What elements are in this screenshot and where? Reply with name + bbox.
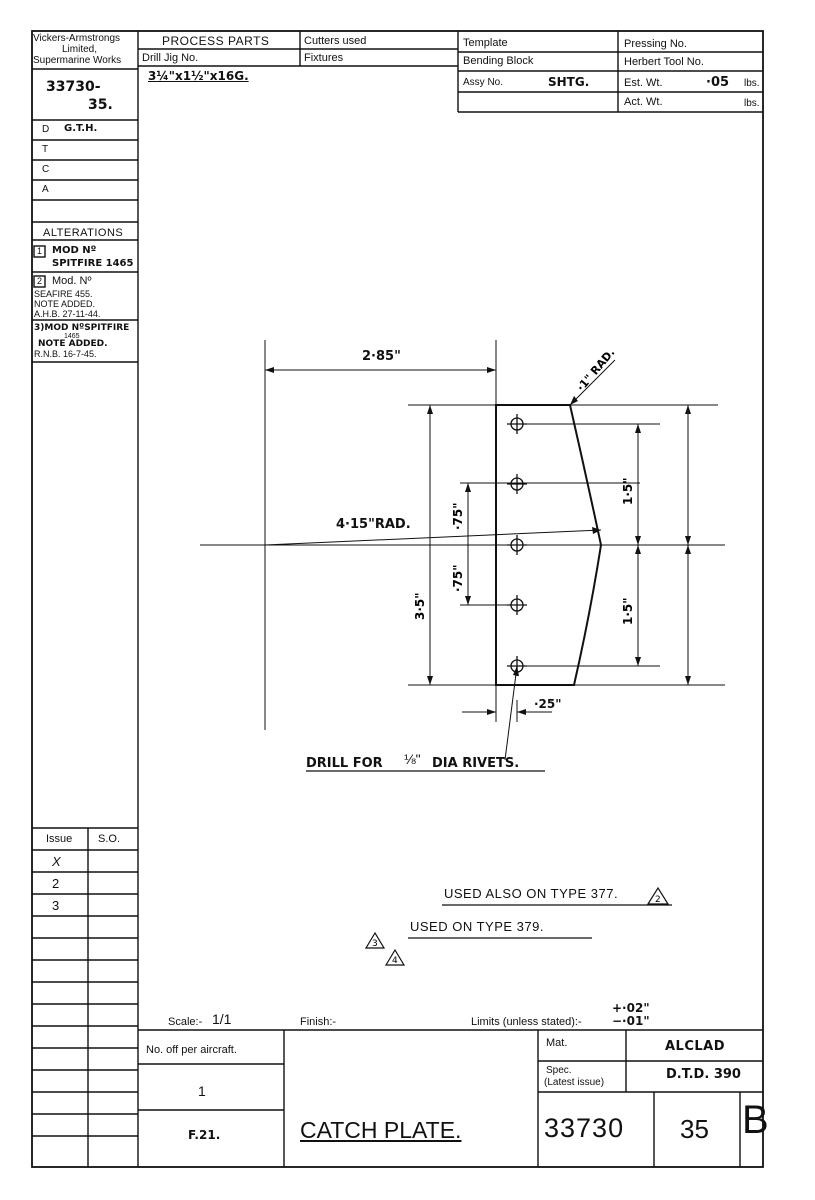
used-on-note: USED ON TYPE 379. — [410, 919, 544, 934]
sheet-number: 35 — [680, 1114, 709, 1144]
act-wt-label: Act. Wt. — [624, 96, 663, 108]
limits-plus: +·02" — [612, 1001, 650, 1015]
dim-lower-half-text: 1·5" — [621, 597, 635, 625]
part-title: CATCH PLATE. — [300, 1117, 462, 1143]
issue-row-1: X — [52, 854, 61, 869]
dim-arc-rad-text: 4·15"RAD. — [336, 517, 411, 532]
est-wt-unit: lbs. — [744, 78, 760, 89]
used-also-note: USED ALSO ON TYPE 377. — [444, 886, 619, 901]
limits-label: Limits (unless stated):- — [471, 1016, 582, 1028]
herbert-tool-label: Herbert Tool No. — [624, 56, 704, 68]
marker-4-text: 4 — [392, 956, 398, 966]
issue-letter: B — [742, 1098, 769, 1142]
dim-edge-text: ·25" — [534, 697, 562, 711]
alteration-3-line-2: 1465 — [64, 333, 80, 340]
scale-value: 1/1 — [212, 1011, 232, 1027]
process-parts-label: PROCESS PARTS — [162, 34, 270, 48]
marker-2-text: 2 — [655, 895, 661, 905]
drill-note-suffix: DIA RIVETS. — [432, 756, 520, 771]
alteration-1-line-1: MOD Nº — [52, 245, 97, 256]
signoff-a-label: A — [42, 184, 49, 195]
alteration-2-number: 2 — [37, 276, 43, 286]
dim-hole-pitch-lower-text: ·75" — [451, 564, 465, 592]
signoff-d-value: G.T.H. — [64, 123, 98, 134]
dim-corner-rad-text: ·1" RAD. — [574, 346, 617, 394]
est-wt-label: Est. Wt. — [624, 77, 663, 89]
revision-triangle-4-icon — [384, 948, 406, 966]
pressing-no-label: Pressing No. — [624, 38, 687, 50]
dim-width-text: 2·85" — [362, 349, 401, 364]
alteration-2-line-2: SEAFIRE 455. — [34, 289, 93, 299]
fixtures-label: Fixtures — [304, 52, 344, 64]
est-wt-value: ·05 — [706, 75, 730, 90]
drawing-number-line-1: 33730- — [46, 79, 101, 95]
finish-label: Finish:- — [300, 1016, 337, 1028]
drill-jig-label: Drill Jig No. — [142, 52, 199, 64]
material-size: 3¼"x1½"x16G. — [148, 69, 249, 83]
drill-note-size: ⅛" — [404, 751, 421, 767]
assy-no-value: SHTG. — [548, 75, 590, 89]
company-line-3: Supermarine Works — [33, 55, 122, 66]
revision-triangle-2-icon — [646, 886, 670, 905]
alteration-1-number: 1 — [37, 246, 43, 256]
mat-label: Mat. — [546, 1037, 568, 1049]
mat-value: ALCLAD — [665, 1039, 726, 1054]
issue-row-3: 3 — [52, 898, 60, 913]
no-off-label: No. off per aircraft. — [146, 1044, 237, 1056]
marker-3-text: 3 — [372, 939, 378, 949]
variant-label: F.21. — [188, 1128, 221, 1142]
no-off-value: 1 — [198, 1083, 206, 1099]
limits-minus: −·01" — [612, 1014, 650, 1028]
dim-hole-pitch-upper-text: ·75" — [451, 502, 465, 530]
so-column-label: S.O. — [98, 833, 121, 845]
spec-value: D.T.D. 390 — [666, 1067, 741, 1082]
spec-label-2: (Latest issue) — [544, 1077, 605, 1088]
template-label: Template — [463, 37, 508, 49]
alteration-3-line-4: R.N.B. 16-7-45. — [34, 349, 97, 359]
company-line-2: Limited, — [62, 44, 98, 55]
signoff-d-label: D — [42, 124, 50, 135]
assy-no-label: Assy No. — [463, 77, 504, 88]
issue-column-label: Issue — [46, 833, 73, 845]
issue-row-2: 2 — [52, 876, 60, 891]
drawing-number: 33730 — [544, 1113, 625, 1143]
scale-label: Scale:- — [168, 1016, 203, 1028]
dim-height-text: 3·5" — [413, 592, 427, 620]
alteration-3-line-1: 3)MOD NºSPITFIRE — [34, 323, 130, 333]
act-wt-unit: lbs. — [744, 98, 760, 109]
drawing-number-line-2: 35. — [88, 97, 113, 113]
cutters-used-label: Cutters used — [304, 35, 367, 47]
alteration-2-line-3: NOTE ADDED. — [34, 299, 96, 309]
drill-note-prefix: DRILL FOR — [306, 756, 383, 771]
spec-label-1: Spec. — [546, 1065, 572, 1076]
revision-triangle-3-icon — [364, 931, 386, 949]
alteration-2-line-4: A.H.B. 27-11-44. — [34, 309, 101, 319]
alteration-3-line-3: NOTE ADDED. — [38, 339, 108, 349]
alterations-title: ALTERATIONS — [43, 227, 124, 239]
bending-block-label: Bending Block — [463, 55, 534, 67]
signoff-c-label: C — [42, 164, 50, 175]
alteration-1-line-2: SPITFIRE 1465 — [52, 258, 134, 269]
dim-upper-half-text: 1·5" — [621, 477, 635, 505]
signoff-t-label: T — [42, 144, 49, 155]
company-line-1: Vickers-Armstrongs — [33, 33, 121, 44]
alteration-2-line-1: Mod. Nº — [52, 275, 92, 287]
